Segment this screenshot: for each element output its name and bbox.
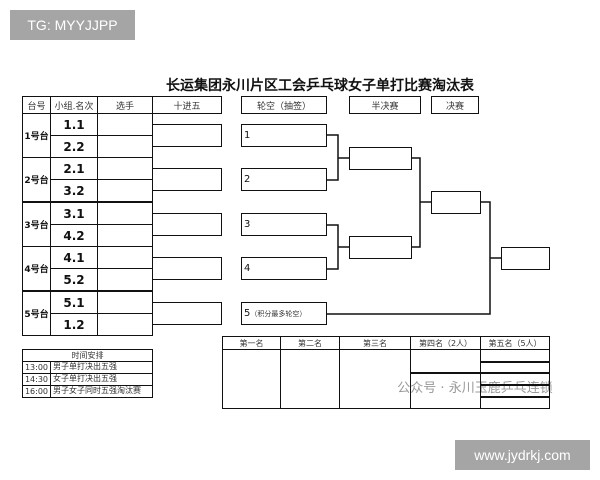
round10-slot[interactable] — [152, 213, 222, 236]
round10-slot[interactable] — [152, 168, 222, 191]
bye-slot-number: 5 — [244, 308, 251, 319]
bye-slot-number: 3 — [244, 219, 251, 230]
bye-note: （积分最多轮空） — [250, 309, 307, 318]
divider — [410, 372, 481, 374]
schedule-event: 男子女子同时五强淘汰赛 — [50, 385, 153, 398]
round10-slot[interactable] — [152, 302, 222, 325]
header-final: 决赛 — [431, 96, 479, 114]
page-title: 长运集团永川片区工会乒乓球女子单打比赛淘汰表 — [166, 78, 474, 94]
champion-slot[interactable] — [501, 247, 550, 270]
round10-slot[interactable] — [152, 257, 222, 280]
header-semi: 半决赛 — [349, 96, 421, 114]
watermark-top: TG: MYYJJPP — [10, 10, 135, 40]
watermark-bottom: www.jydrkj.com — [455, 440, 590, 470]
round10-slot[interactable] — [152, 124, 222, 147]
header-bye: 轮空（抽签） — [241, 96, 327, 114]
divider — [480, 361, 550, 363]
bye-slot-number: 2 — [244, 174, 251, 185]
placing-cell[interactable] — [480, 349, 550, 409]
divider — [480, 384, 550, 386]
bye-slot-number: 1 — [244, 130, 251, 141]
divider — [480, 372, 550, 374]
divider — [480, 396, 550, 398]
header-r10: 十进五 — [152, 96, 222, 114]
bye-slot-number: 4 — [244, 263, 251, 274]
